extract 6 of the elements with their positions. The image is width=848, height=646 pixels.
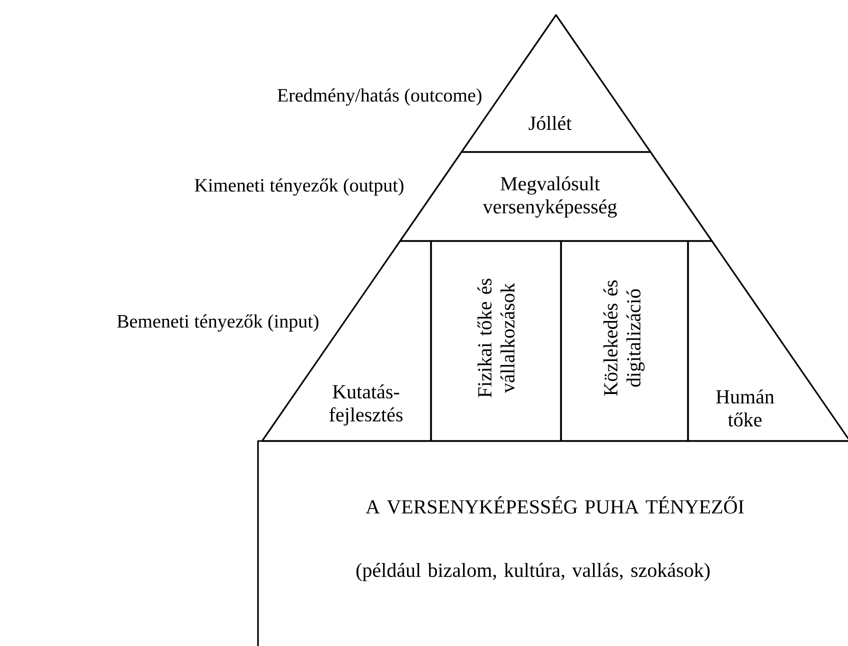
factor-cell: Közlekedés és digitalizáció — [560, 240, 689, 442]
factor-cell: Humán tőke — [687, 240, 848, 442]
level-label: Bemeneti tényezők (input) — [117, 314, 318, 332]
base-box: A VERSENYKÉPESSÉG PUHA TÉNYEZŐI (például bizalom, kultúra, vallás, szokások) — [257, 440, 848, 646]
factor-cell: Fizikai tőke és vállalkozások — [430, 240, 562, 442]
level-label: Eredmény/hatás (outcome) — [278, 88, 482, 106]
